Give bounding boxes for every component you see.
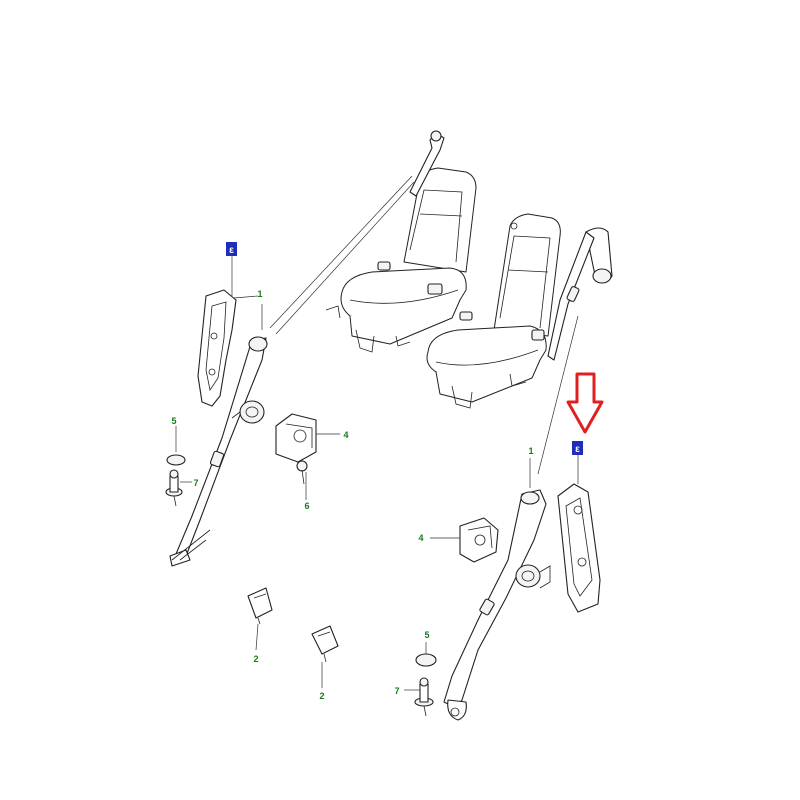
seat-belt-right bbox=[443, 458, 551, 721]
rear-seats bbox=[269, 130, 613, 475]
seat-left bbox=[325, 167, 477, 353]
cap-5-right bbox=[415, 642, 437, 667]
buckle-2-a bbox=[247, 587, 273, 651]
seat-belt-upper-left-seat bbox=[269, 130, 445, 335]
right-belt-assembly bbox=[404, 458, 601, 721]
bracket-4-right bbox=[430, 517, 499, 563]
callout-7-right: 7 bbox=[394, 686, 399, 696]
callout-5-left: 5 bbox=[171, 416, 176, 426]
seat-right bbox=[426, 213, 561, 409]
bracket-4-left bbox=[275, 413, 340, 463]
highlight-arrow bbox=[566, 372, 604, 434]
callout-4-right: 4 bbox=[418, 533, 423, 543]
badge-left-glyph: ε bbox=[229, 245, 234, 256]
callout-1-right: 1 bbox=[528, 446, 533, 456]
callout-5-right: 5 bbox=[424, 630, 429, 640]
callout-7-left: 7 bbox=[193, 478, 198, 488]
callout-2-b: 2 bbox=[319, 691, 324, 701]
badge-right: ε bbox=[572, 441, 583, 476]
callout-4-left: 4 bbox=[343, 430, 348, 440]
callout-1-left: 1 bbox=[257, 289, 262, 299]
bolt-6 bbox=[296, 460, 308, 500]
bolt-7-left bbox=[165, 469, 192, 507]
seat-belt-upper-right-seat bbox=[537, 227, 613, 475]
pillar-trim-left bbox=[197, 289, 259, 407]
callout-6: 6 bbox=[304, 501, 309, 511]
bolt-7-right bbox=[404, 677, 434, 717]
pillar-trim-right bbox=[557, 476, 601, 613]
seat-belt-left bbox=[169, 304, 268, 567]
callout-2-a: 2 bbox=[253, 654, 258, 664]
cap-5-left bbox=[166, 426, 186, 466]
left-belt-assembly bbox=[165, 289, 340, 567]
buckle-2-b bbox=[311, 625, 339, 688]
badge-left: ε bbox=[226, 242, 237, 296]
badge-right-glyph: ε bbox=[575, 444, 580, 455]
